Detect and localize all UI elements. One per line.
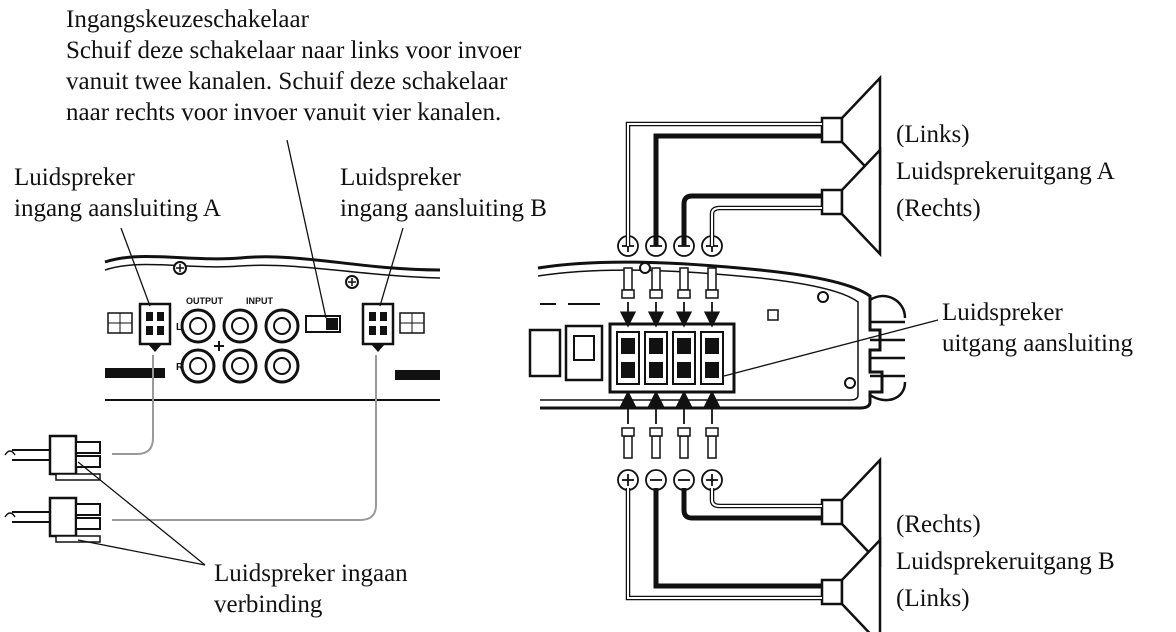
leader-plug-1 [77,461,206,566]
speaker-input-plug-1[interactable] [4,434,101,481]
output-a-label: (Links) Luidsprekeruitgang A (Rechts) [896,116,1115,227]
leader-plug-2 [77,539,206,566]
rca-input-l-1[interactable] [222,308,258,344]
bottom-lug-3 [677,427,691,459]
bottom-lug-2 [649,427,663,459]
rca-output-r[interactable] [180,348,216,384]
input-connector-line-1: Luidspreker ingaan [214,560,408,587]
input-b-line-1: Luidspreker [340,164,461,191]
leader-input-b [379,227,404,307]
output-a-middle: Luidsprekeruitgang A [896,158,1115,185]
bottom-lug-4 [705,427,719,459]
input-b-line-2: ingang aansluiting B [340,195,547,222]
rca-jacks [180,308,300,384]
bottom-polarity-3 [673,469,695,491]
switch-desc-line-3: naar rechts voor invoer vanuit vier kana… [66,99,502,126]
speaker-input-plug-2[interactable] [4,496,101,543]
switch-desc-line-2: vanuit twee kanalen. Schuif deze schakel… [66,68,508,95]
input-b-pin-legend [399,312,425,334]
panel-l-text: L [176,322,182,333]
leader-switch [286,139,327,319]
left-amplifier-panel [104,255,441,401]
output-terminal-line-2: uitgang aansluiting [942,330,1133,357]
input-a-pin-legend [107,312,133,334]
speaker-b-left [820,536,882,632]
output-terminal-line-1: Luidspreker [942,299,1063,326]
output-a-top: (Links) [896,121,970,148]
speaker-input-socket-b[interactable] [361,302,395,352]
output-b-bottom: (Links) [896,585,970,612]
input-b-label: Luidspreker ingang aansluiting B [340,162,547,224]
top-lug-3 [677,267,691,299]
output-terminal-label: Luidspreker uitgang aansluiting [942,297,1133,359]
panel-output-text: OUTPUT [186,296,224,306]
panel-input-text: INPUT [246,296,274,306]
output-b-top: (Rechts) [896,511,981,538]
output-b-middle: Luidsprekeruitgang B [896,548,1115,575]
bottom-lug-1 [621,427,635,459]
input-a-line-2: ingang aansluiting A [14,195,221,222]
leader-output-terminal [723,319,939,377]
switch-label: Ingangskeuzeschakelaar Schuif deze schak… [66,4,521,128]
right-amplifier-body [528,260,907,410]
top-lug-2 [649,267,663,299]
speaker-wires [625,121,822,601]
rca-input-l-2[interactable] [264,308,300,344]
bottom-polarity-2 [645,469,667,491]
leader-input-a [120,227,151,307]
input-selector-switch[interactable] [305,315,341,333]
wire-input-b [112,355,377,521]
wire-input-a [112,355,154,455]
top-lug-1 [621,267,635,299]
bottom-polarity-1 [617,469,639,491]
rca-input-r-2[interactable] [264,348,300,384]
output-a-bottom: (Rechts) [896,195,981,222]
speaker-a-right [820,146,882,258]
speakers [820,74,882,632]
input-a-line-1: Luidspreker [14,164,135,191]
output-terminals [616,235,724,491]
bottom-polarity-4 [701,469,723,491]
panel-r-text: R [176,362,184,373]
output-b-label: (Rechts) Luidsprekeruitgang B (Links) [896,506,1115,617]
rca-output-l[interactable] [180,308,216,344]
top-lug-4 [705,267,719,299]
switch-title: Ingangskeuzeschakelaar [66,6,309,33]
speaker-input-socket-a[interactable] [138,302,172,352]
output-terminal-4[interactable] [700,331,724,385]
input-connector-label: Luidspreker ingaan verbinding [214,558,408,620]
switch-desc-line-1: Schuif deze schakelaar naar links voor i… [66,37,522,64]
input-connector-line-2: verbinding [214,591,323,618]
output-terminal-3[interactable] [672,331,696,385]
rca-input-r-1[interactable] [222,348,258,384]
output-terminal-1[interactable] [616,331,640,385]
input-a-label: Luidspreker ingang aansluiting A [14,162,221,224]
output-terminal-2[interactable] [644,331,668,385]
